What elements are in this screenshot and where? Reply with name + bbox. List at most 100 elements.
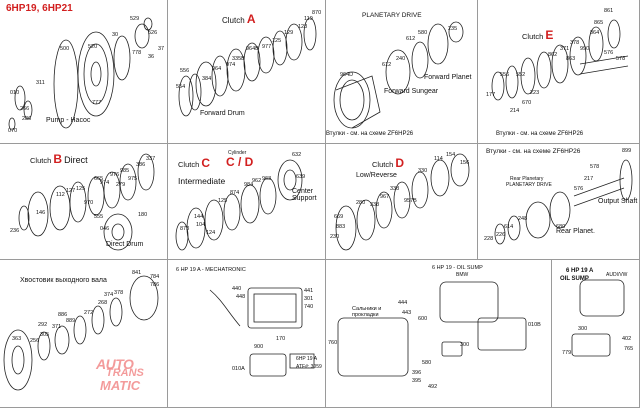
part-number: 760 [328, 340, 338, 346]
part-number: 124 [206, 230, 216, 236]
part-number: 300 [578, 326, 588, 332]
part-number: 576 [574, 186, 584, 192]
part-number: 386 [136, 162, 146, 168]
clutch-e-note: Втулки - см. на схеме ZF6HP26 [496, 131, 584, 137]
part-number: 396 [412, 370, 422, 376]
part-number: 448 [236, 294, 246, 300]
part-number: 612 [382, 62, 392, 68]
part-number: 529 [130, 16, 140, 22]
part-number: 112 [56, 192, 65, 198]
clutch-d-label: Clutch D [372, 156, 405, 170]
clutch-a-letter: A [246, 12, 256, 26]
part-number: 272 [84, 310, 94, 316]
part-number: 441 [304, 288, 314, 294]
part-number: 500 [60, 46, 70, 52]
part-number: 665 [94, 176, 104, 182]
part-number: 330 [418, 168, 428, 174]
part-number: 127 [66, 188, 76, 194]
clutch-a-label: Clutch A [222, 12, 256, 26]
part-number: 144 [194, 214, 204, 220]
part-number: 223 [530, 90, 540, 96]
part-number: 292 [38, 322, 48, 328]
part-number: 384 [202, 76, 212, 82]
part-number: 841 [132, 270, 142, 276]
part-number: 964B [246, 46, 259, 52]
part-number: 129 [284, 30, 294, 36]
part-number: 125 [76, 186, 86, 192]
part-number: 010 [10, 90, 20, 96]
part-number: 886 [58, 312, 68, 318]
part-number: 578 [590, 164, 600, 170]
part-number: 779 [562, 350, 572, 356]
oil-sump-brand: BMW [456, 272, 469, 278]
part-number: 300 [460, 342, 470, 348]
part-number: 580 [418, 30, 428, 36]
part-number: 374 [104, 292, 114, 298]
part-number: 070 [8, 128, 18, 134]
part-number: 36 [148, 54, 155, 60]
rear-planetary-small: Rear Planetary [510, 176, 544, 182]
part-number: 371 [560, 46, 570, 52]
clutch-b-letter: B [53, 152, 63, 166]
clutch-d-word: Low/Reverse [356, 172, 397, 179]
part-number: 305 [40, 332, 50, 338]
part-number: 170 [276, 336, 286, 342]
part-number: 492 [428, 384, 438, 390]
mechatronic-small: 6HP 19 A [296, 356, 318, 362]
part-number: 371 [52, 324, 62, 330]
part-number: 266 [20, 106, 30, 112]
part-number: 786 [150, 282, 160, 288]
part-number: 977 [262, 44, 272, 50]
part-number: 974 [226, 62, 236, 68]
part-number: 556 [180, 68, 190, 74]
part-number: 363 [12, 336, 22, 342]
oil-sump-a-brand: AUDI/VW [606, 272, 628, 278]
part-number: 402 [622, 336, 632, 342]
part-number: 444 [398, 300, 408, 306]
cylinder-label: Cylinder [228, 150, 247, 156]
part-number: 578 [616, 56, 626, 62]
part-number: 180 [138, 212, 148, 218]
part-number: 964 [212, 66, 222, 72]
part-number: 104 [196, 222, 206, 228]
part-number: 552 [516, 72, 526, 78]
oil-sump-a-label: 6 HP 19 A [566, 268, 594, 274]
clutch-e-letter: E [545, 28, 554, 42]
part-number: 680 [556, 224, 566, 230]
panel-clutch-cd [168, 144, 326, 260]
panel-pump [0, 0, 168, 144]
part-number: 230 [330, 234, 340, 240]
rear-planetary-drive: PLANETARY DRIVE [506, 182, 552, 188]
part-number: 177 [486, 92, 496, 98]
part-number: 970 [84, 200, 94, 206]
clutch-a-caption: Forward Drum [200, 110, 245, 117]
part-number: 862 [548, 52, 558, 58]
part-number: 899 [622, 148, 632, 154]
part-number: 37 [158, 46, 165, 52]
part-number: 378 [114, 290, 124, 296]
part-number: 335B [232, 56, 245, 62]
part-number: 236 [10, 228, 20, 234]
part-number: 962 [252, 178, 262, 184]
rear-label: Втулки - см. на схеме ZF6HP26 [486, 148, 581, 155]
clutch-c-label: Clutch C [178, 156, 211, 170]
part-number: 580 [422, 360, 432, 366]
part-number: 337 [146, 156, 156, 162]
panel-clutch-d [326, 144, 478, 260]
part-number: 268 [98, 300, 108, 306]
part-number: 235 [448, 26, 458, 32]
part-number: 984 [244, 182, 254, 188]
part-number: 870 [312, 10, 322, 16]
part-number: 778 [132, 50, 142, 56]
part-number: 632 [292, 152, 302, 158]
clutch-cd-word: Intermediate [178, 176, 226, 186]
clutch-a-note: Втулки - см. на схеме ZF6HP26 [326, 131, 414, 137]
part-number: 119 [304, 16, 313, 22]
part-number: 046 [100, 226, 110, 232]
part-number: 985 [120, 168, 130, 174]
oil-sump-caption: Сальники и прокладки [352, 306, 382, 318]
part-number: 765 [624, 346, 634, 352]
part-number: 214 [510, 108, 520, 114]
part-number: 156 [460, 160, 470, 166]
